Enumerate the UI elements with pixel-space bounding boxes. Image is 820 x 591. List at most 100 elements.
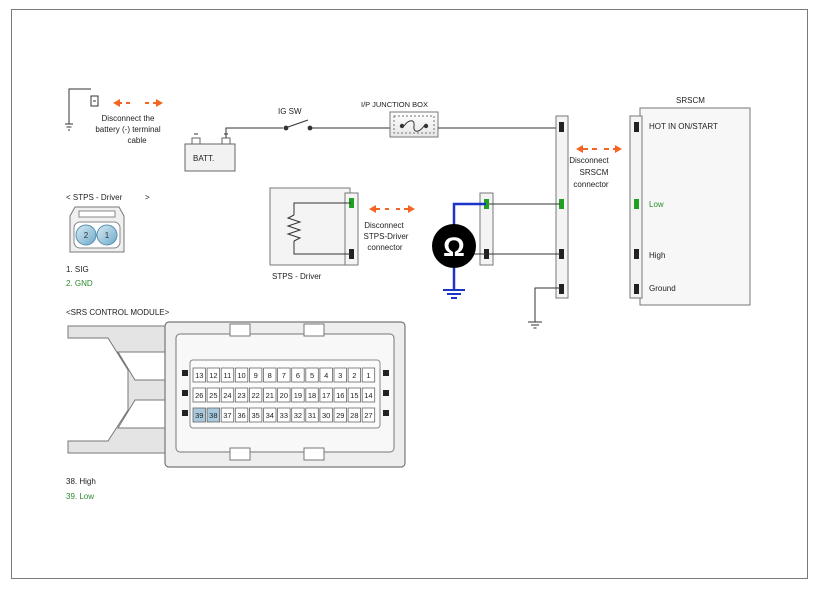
module-pin-label: 33	[280, 411, 288, 420]
module-pin-label: 15	[350, 391, 358, 400]
module-pin-cell	[234, 407, 249, 423]
module-pin-label: 7	[282, 371, 286, 380]
battery-label: BATT.	[193, 154, 214, 163]
srscm-disconnect-arrows	[576, 145, 622, 153]
module-pin-label: 3	[338, 371, 342, 380]
module-pin-cell	[248, 407, 263, 423]
module-pin-label: 27	[364, 411, 372, 420]
module-pin-cell	[192, 387, 206, 403]
module-pin-label: 8	[268, 371, 272, 380]
module-pin-cell	[234, 387, 249, 403]
module-pin-list-1: 38. High	[66, 477, 96, 486]
battery-disconnect-arrows	[113, 99, 163, 107]
module-pin-label: 18	[308, 391, 316, 400]
module-pin-label: 10	[237, 371, 245, 380]
module-pin-cell	[248, 387, 263, 403]
srscm-ground-symbol	[528, 321, 542, 329]
module-pin-label: 2	[352, 371, 356, 380]
module-pin-cell	[192, 407, 206, 423]
module-pin-cell	[248, 367, 263, 383]
stps-view-title: < STPS - Driver	[66, 193, 123, 202]
module-pin-label: 31	[308, 411, 316, 420]
module-pin-list-2: 39. Low	[66, 492, 94, 501]
ohm-icon: Ω	[443, 232, 465, 262]
module-pin-label: 23	[237, 391, 245, 400]
probe-connector	[479, 192, 494, 266]
module-pin-cell	[291, 367, 305, 383]
module-pin-cell	[361, 387, 376, 403]
stps-pin-1: 1	[105, 231, 110, 240]
junction-box	[389, 111, 439, 138]
stps-view-title-end: >	[145, 193, 150, 202]
battery-note-line1: Disconnect the	[102, 114, 155, 123]
srscm-pin-hot: HOT IN ON/START	[649, 122, 718, 131]
module-pin-cell	[263, 367, 277, 383]
module-pin-cell	[206, 407, 221, 423]
module-pin-label: 9	[254, 371, 258, 380]
module-pin-label: 4	[324, 371, 328, 380]
module-pin-cell	[220, 367, 235, 383]
module-pin-label: 25	[209, 391, 217, 400]
ignition-switch	[283, 119, 313, 131]
srscm-module	[629, 107, 751, 306]
module-pin-cell	[347, 367, 362, 383]
stps-disconnect-arrows	[369, 205, 415, 213]
srscm-disconnect-line3: connector	[573, 180, 608, 189]
battery	[184, 132, 236, 172]
module-pin-cell	[333, 407, 347, 423]
stps-connector-face	[69, 206, 125, 253]
module-pin-cell	[305, 367, 319, 383]
stps-driver-component	[269, 187, 359, 266]
module-pin-label: 16	[336, 391, 344, 400]
meter-ground-symbol	[443, 289, 465, 299]
module-pin-cell	[347, 387, 362, 403]
module-pin-cell	[361, 407, 376, 423]
stps-disconnect-line2: STPS-Driver	[364, 232, 409, 241]
module-pin-label: 30	[322, 411, 330, 420]
module-pin-cell	[277, 387, 291, 403]
module-pin-cell	[319, 407, 333, 423]
module-pin-label: 13	[195, 371, 203, 380]
module-pin-cell	[277, 407, 291, 423]
module-pin-label: 19	[294, 391, 302, 400]
module-pin-cell	[361, 367, 376, 383]
module-pin-label: 5	[310, 371, 314, 380]
module-pin-label: 35	[251, 411, 259, 420]
module-pin-label: 32	[294, 411, 302, 420]
srscm-pin-ground: Ground	[649, 284, 676, 293]
module-pin-cell	[305, 407, 319, 423]
module-pin-cell	[234, 367, 249, 383]
module-pin-label: 21	[266, 391, 274, 400]
module-pin-label: 39	[195, 411, 203, 420]
module-pin-label: 37	[223, 411, 231, 420]
module-pin-label: 17	[322, 391, 330, 400]
module-pin-cell	[263, 387, 277, 403]
srscm-pin-high: High	[649, 251, 665, 260]
module-pin-cell	[206, 387, 221, 403]
module-pin-cell	[347, 407, 362, 423]
module-pin-label: 38	[209, 411, 217, 420]
module-pin-label: 34	[266, 411, 274, 420]
stps-disconnect-line1: Disconnect	[364, 221, 404, 230]
module-pin-cell	[333, 387, 347, 403]
module-pin-cell	[263, 407, 277, 423]
module-pin-cell	[277, 367, 291, 383]
stps-pin-2: 2	[84, 231, 89, 240]
module-pin-label: 29	[336, 411, 344, 420]
srscm-disconnect-line1: Disconnect	[569, 156, 609, 165]
battery-note-line3: cable	[127, 136, 147, 145]
stps-pin-list-2: 2. GND	[66, 279, 93, 288]
module-pin-label: 6	[296, 371, 300, 380]
srscm-harness-connector	[555, 115, 569, 299]
module-pin-label: 36	[237, 411, 245, 420]
module-pin-cell	[220, 387, 235, 403]
module-pin-label: 24	[223, 391, 231, 400]
stps-disconnect-line3: connector	[367, 243, 402, 252]
battery-terminal-symbol	[65, 88, 99, 131]
srscm-title: SRSCM	[676, 96, 705, 105]
battery-note-line2: battery (-) terminal	[95, 125, 161, 134]
stps-component-label: STPS - Driver	[272, 272, 322, 281]
ig-switch-label: IG SW	[278, 107, 302, 116]
srscm-pin-low: Low	[649, 200, 664, 209]
